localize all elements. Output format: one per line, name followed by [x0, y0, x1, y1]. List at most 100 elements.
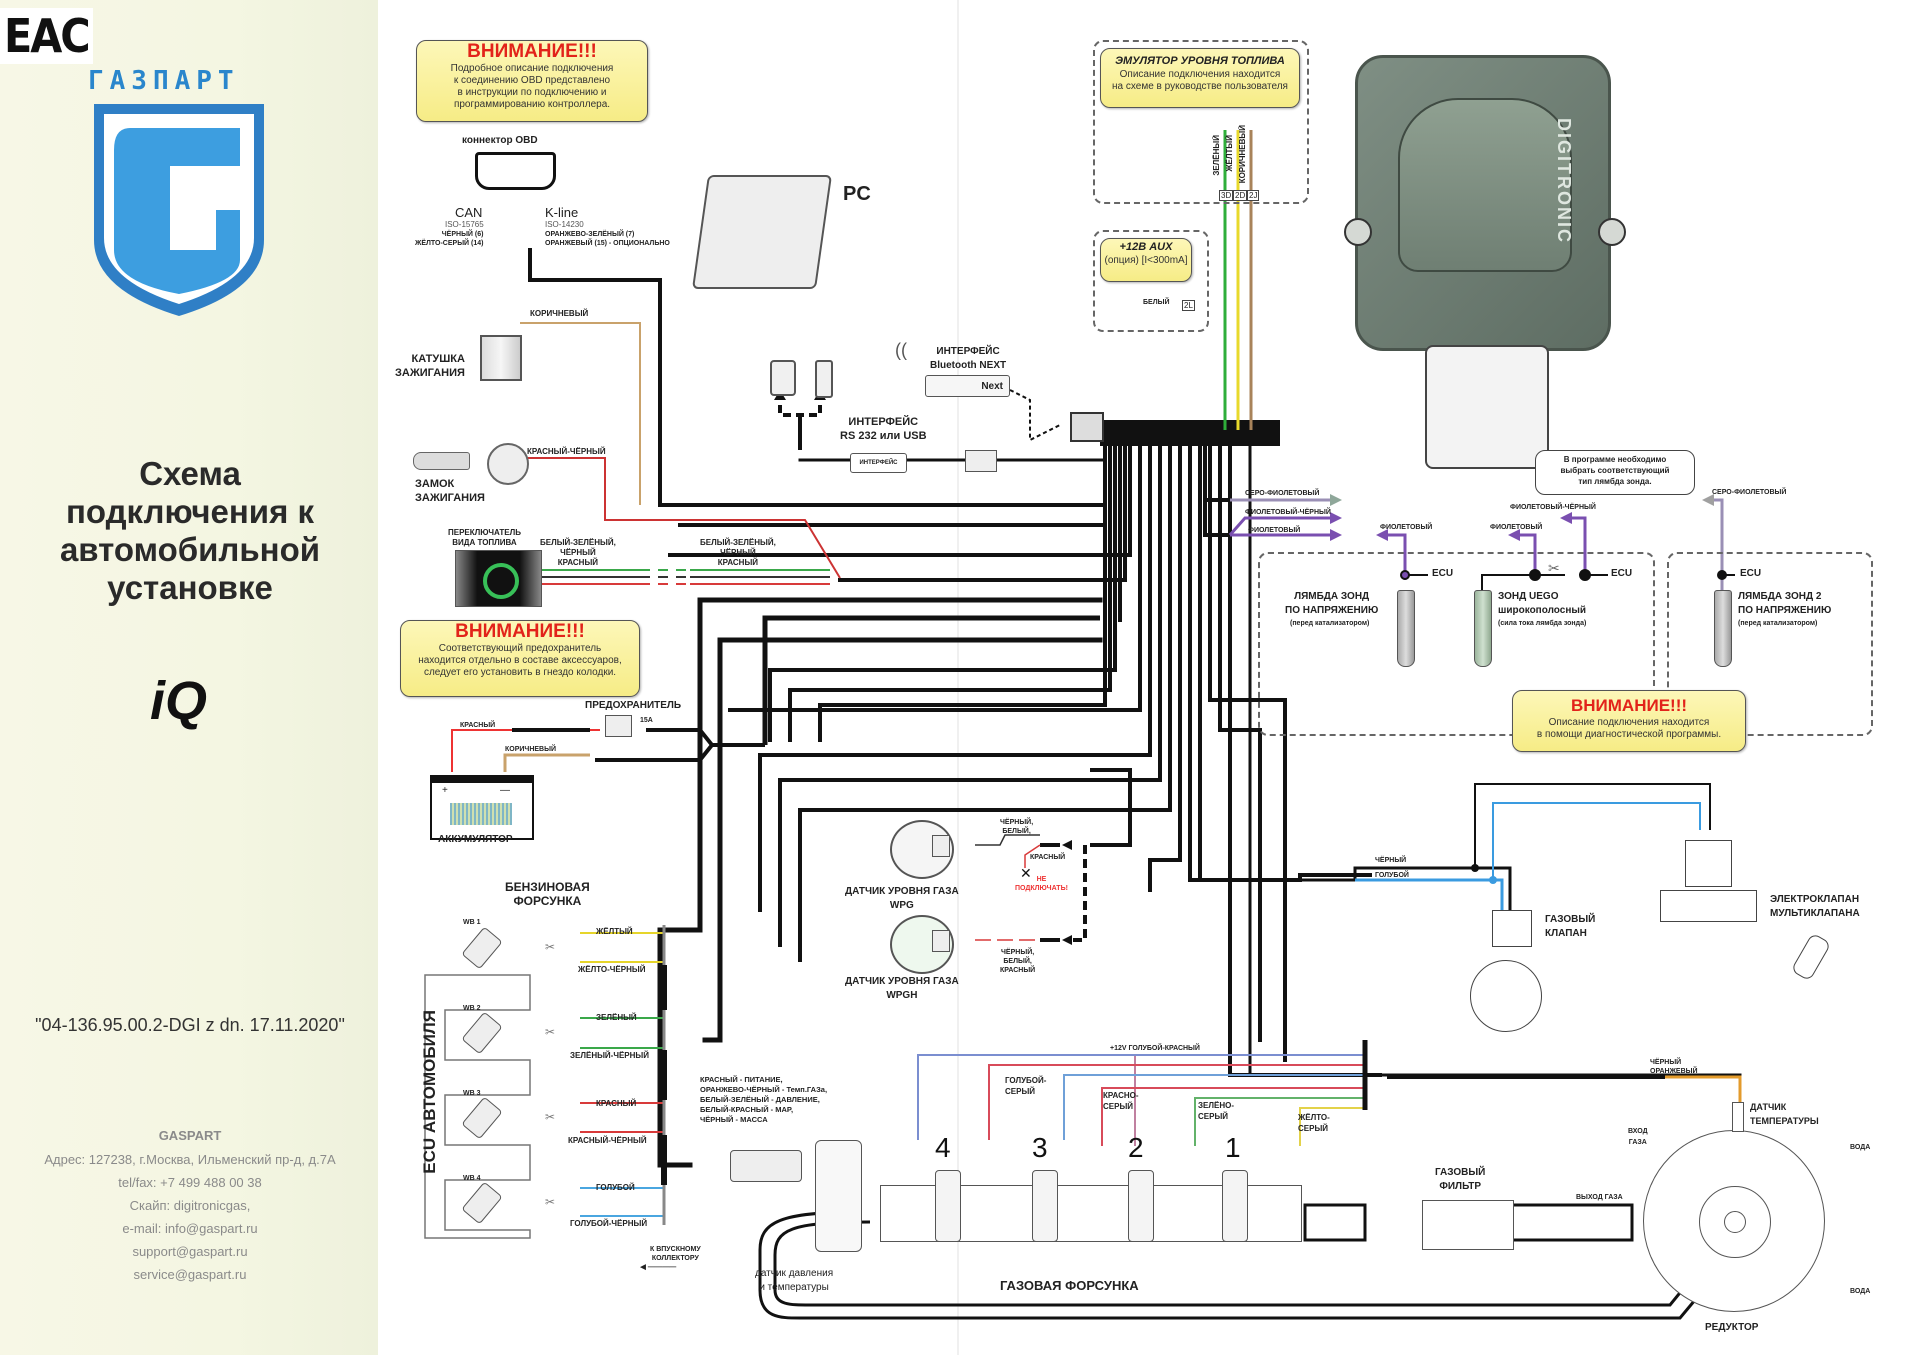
ignition-key-icon: [413, 452, 470, 470]
obd-connector-label: коннектор OBD: [462, 135, 538, 146]
scissors-icon: ✂: [545, 1195, 556, 1209]
fuel-switch[interactable]: [455, 550, 542, 607]
lambda-warning-text: Описание подключения находится в помощи …: [1536, 717, 1722, 740]
wb3-label: WB 3: [463, 1090, 481, 1097]
emulator-wire-green: ЗЕЛЁНЫЙ: [1212, 135, 1221, 176]
lambda-box-1: [1258, 552, 1655, 736]
gas-injector-icon: [935, 1170, 961, 1242]
wb4-wire-black: ГОЛУБОЙ-ЧЁРНЫЙ: [570, 1219, 648, 1228]
scissors-icon: ✂: [545, 1025, 556, 1039]
kline-wires: ОРАНЖЕВО-ЗЕЛЁНЫЙ (7) ОРАНЖЕВЫЙ (15) - ОП…: [545, 231, 670, 247]
gas-valve-label: ГАЗОВЫЙ КЛАПАН: [1545, 914, 1596, 939]
lambda-wire-gray-violet: СЕРО-ФИОЛЕТОВЫЙ: [1245, 490, 1320, 497]
emulator-title: ЭМУЛЯТОР УРОВНЯ ТОПЛИВА: [1115, 55, 1285, 67]
wb4-label: WB 4: [463, 1175, 481, 1182]
wb2-label: WB 2: [463, 1005, 481, 1012]
aux-title: +12В AUX: [1119, 241, 1173, 253]
reducer-bolt: [1724, 1211, 1746, 1233]
email-info[interactable]: e-mail: info@gaspart.ru: [122, 1221, 258, 1236]
fuse-warning-callout: ВНИМАНИЕ!!! Соответствующий предохраните…: [400, 620, 640, 697]
ignition-coil-icon: [480, 335, 522, 381]
controller-connector: [1425, 345, 1549, 469]
sensor3-note: (перед катализатором): [1738, 620, 1818, 627]
multivalve-label: ЭЛЕКТРОКЛАПАН МУЛЬТИКЛАПАНА: [1770, 894, 1860, 919]
lambda-sensor-3-icon: [1714, 590, 1732, 667]
scissors-icon: ✂: [1548, 560, 1560, 576]
battery-label: АККУМУЛЯТОР: [438, 834, 513, 845]
harness-connector-icon: [1070, 412, 1104, 442]
aux-box: [1093, 230, 1209, 332]
fuse-warning-title: ВНИМАНИЕ!!!: [455, 621, 585, 642]
fuel-switch-button-icon[interactable]: [483, 563, 519, 599]
ignition-coil-label: КАТУШКА ЗАЖИГАНИЯ: [395, 353, 465, 379]
pin-2l: 2L: [1182, 300, 1195, 311]
petrol-injector-wires: [580, 932, 663, 1217]
injector-number: 3: [1032, 1132, 1048, 1163]
multivalve-coil: [1685, 840, 1732, 887]
company-name: GASPART: [158, 1128, 222, 1143]
injector-number: 1: [1225, 1132, 1241, 1163]
gas-injector-wire-label: ГОЛУБОЙ- СЕРЫЙ: [1005, 1076, 1047, 1096]
water-out-label: ВОДА: [1850, 1288, 1871, 1295]
sensor2-title: ЗОНД UEGO широкополосный: [1498, 591, 1587, 616]
fuse-rating: 15A: [640, 717, 653, 724]
document-number: "04-136.95.00.2-DGI z dn. 17.11.2020": [35, 1015, 345, 1035]
svg-text:✕: ✕: [1020, 865, 1032, 881]
wpg-no-connect: НЕ ПОДКЛЮЧАТЬ!: [1015, 876, 1068, 892]
scissors-icon: ✂: [545, 1110, 556, 1124]
multivalve-icon: [1660, 890, 1757, 922]
emulator-callout: ЭМУЛЯТОР УРОВНЯ ТОПЛИВА Описание подключ…: [1100, 48, 1300, 108]
gas-injector-icon: [1128, 1170, 1154, 1242]
wpg-label: ДАТЧИК УРОВНЯ ГАЗА WPG: [845, 886, 959, 911]
rs232-plug-icon: [770, 360, 796, 396]
gas-injector-title: ГАЗОВАЯ ФОРСУНКА: [1000, 1278, 1139, 1293]
aux-subtitle: (опция) [I<300mA]: [1104, 255, 1188, 266]
pin-3d: 3D: [1219, 190, 1234, 201]
can-label: CAN: [455, 205, 483, 220]
wpgh-label: ДАТЧИК УРОВНЯ ГАЗА WPGH: [845, 976, 959, 1001]
wb2-wire-black: ЗЕЛЁНЫЙ-ЧЁРНЫЙ: [570, 1051, 650, 1060]
water-in-label: ВОДА: [1850, 1144, 1871, 1151]
emulator-text: Описание подключения находится на схеме …: [1112, 69, 1288, 92]
switch-wires-label-left: БЕЛЫЙ-ЗЕЛЁНЫЙ, ЧЁРНЫЙ КРАСНЫЙ: [540, 538, 616, 567]
valve-blue-wire: ГОЛУБОЙ: [1375, 872, 1409, 879]
gas-injector-wire-label: ЖЁЛТО- СЕРЫЙ: [1298, 1113, 1330, 1133]
sensor2-note: (сила тока лямбда зонда): [1498, 620, 1587, 627]
wb4-wire: ГОЛУБОЙ: [596, 1183, 635, 1192]
sensor1-note: (перед катализатором): [1290, 620, 1370, 627]
sensor3-wire-label: СЕРО-ФИОЛЕТОВЫЙ: [1712, 489, 1787, 496]
digitronic-controller: DIGITRONIC: [1344, 55, 1626, 351]
wireless-signal-icon: ((: [895, 340, 907, 360]
email-service[interactable]: service@gaspart.ru: [133, 1267, 247, 1282]
intake-label: К ВПУСКНОМУ КОЛЛЕКТОРУ: [650, 1246, 701, 1262]
red-wire-label: КРАСНЫЙ: [460, 722, 496, 729]
petrol-injector-title: БЕНЗИНОВАЯ ФОРСУНКА: [505, 880, 590, 908]
email-support[interactable]: support@gaspart.ru: [132, 1244, 248, 1259]
skype: Скайп: digitronicgas,: [129, 1198, 251, 1213]
map-sensor-wires: КРАСНЫЙ - ПИТАНИЕ, ОРАНЖЕВО-ЧЁРНЫЙ - Тем…: [700, 1075, 828, 1124]
wpgh-wires-label: ЧЁРНЫЙ, БЕЛЫЙ, КРАСНЫЙ: [1000, 949, 1036, 974]
lambda-wire-violet: ФИОЛЕТОВЫЙ: [1248, 527, 1301, 534]
obd-connector-icon[interactable]: [475, 152, 556, 190]
pin-2d: 2D: [1233, 190, 1248, 201]
temp-wires-label: ЧЁРНЫЙ ОРАНЖЕВЫЙ: [1650, 1059, 1698, 1075]
emulator-box: [1093, 40, 1309, 204]
ecu-label-2: ECU: [1611, 568, 1633, 579]
mount-hole-icon: [1344, 218, 1372, 246]
wb3-wire-black: КРАСНЫЙ-ЧЁРНЫЙ: [568, 1136, 647, 1145]
bluetooth-device: Next: [925, 375, 1010, 397]
address: Адрес: 127238, г.Москва, Ильменский пр-д…: [44, 1152, 336, 1167]
battery-minus: —: [500, 785, 510, 796]
lock-wire: [525, 457, 841, 579]
ecu-label-3: ECU: [1740, 568, 1762, 579]
sensor2-wire-violet-black: ФИОЛЕТОВЫЙ-ЧЁРНЫЙ: [1510, 504, 1596, 511]
fuse-label: ПРЕДОХРАНИТЕЛЬ: [585, 700, 682, 711]
reducer-label: РЕДУКТОР: [1705, 1322, 1759, 1333]
map-sensor-icon: [815, 1140, 862, 1252]
eac-mark: EAC: [0, 8, 93, 64]
ecu-vehicle-label: ECU АВТОМОБИЛЯ: [420, 1010, 439, 1174]
can-wires: ЧЁРНЫЙ (6) ЖЁЛТО-СЕРЫЙ (14): [415, 231, 484, 247]
injector-number: 4: [935, 1132, 951, 1163]
kline-standard: ISO-14230: [545, 220, 584, 229]
kline-label: K-line: [545, 205, 579, 220]
